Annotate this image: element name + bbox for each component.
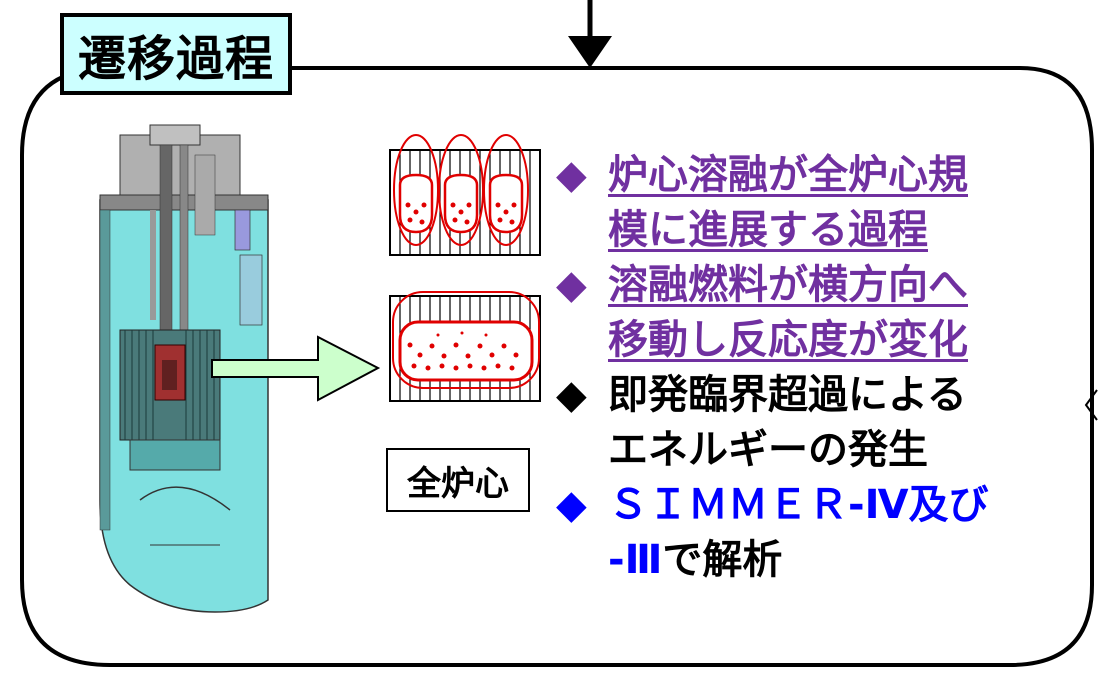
analysis-text: で解析 xyxy=(662,537,783,583)
bullet-prompt-criticality: ◆ 即発臨界超過による エネルギーの発生 xyxy=(552,368,1052,478)
simmer-version-text: -Ⅲ xyxy=(608,537,663,583)
melt-pool-icon xyxy=(389,291,541,402)
bullet-line: 溶融燃料が横方向へ xyxy=(608,262,968,308)
subassembly-melt-diagram xyxy=(389,134,541,256)
diamond-bullet-icon: ◆ xyxy=(556,262,587,308)
bullet-fuel-lateral-movement: ◆ 溶融燃料が横方向へ 移動し反応度が変化 xyxy=(552,258,1052,368)
bullet-line: ＳＩＭＭＥＲ-Ⅳ及び xyxy=(608,482,989,528)
bracket-mark xyxy=(1084,389,1098,421)
bullet-line: エネルギーの発生 xyxy=(608,427,928,473)
diamond-bullet-icon: ◆ xyxy=(556,152,587,198)
down-arrow-icon xyxy=(568,0,612,68)
bullet-line: 即発臨界超過による xyxy=(608,372,967,418)
bullet-line-mixed: -Ⅲで解析 xyxy=(608,533,1052,588)
bullet-core-melt-progression: ◆ 炉心溶融が全炉心規 模に進展する過程 xyxy=(552,148,1052,258)
bullet-simmer-analysis: ◆ ＳＩＭＭＥＲ-Ⅳ及び -Ⅲで解析 xyxy=(552,478,1052,588)
bullet-list: ◆ 炉心溶融が全炉心規 模に進展する過程 ◆ 溶融燃料が横方向へ 移動し反応度が… xyxy=(552,148,1052,588)
right-arrow-icon xyxy=(211,335,381,402)
bullet-line: 炉心溶融が全炉心規 xyxy=(608,152,968,198)
whole-core-label: 全炉心 xyxy=(386,448,530,512)
phase-title: 遷移過程 xyxy=(60,13,292,95)
diamond-bullet-icon: ◆ xyxy=(556,482,587,528)
reactor-vessel-illustration xyxy=(99,124,269,613)
phase-panel xyxy=(20,66,1094,667)
bullet-line: 移動し反応度が変化 xyxy=(608,317,968,363)
bullet-line: 模に進展する過程 xyxy=(608,207,928,253)
diamond-bullet-icon: ◆ xyxy=(556,372,587,418)
